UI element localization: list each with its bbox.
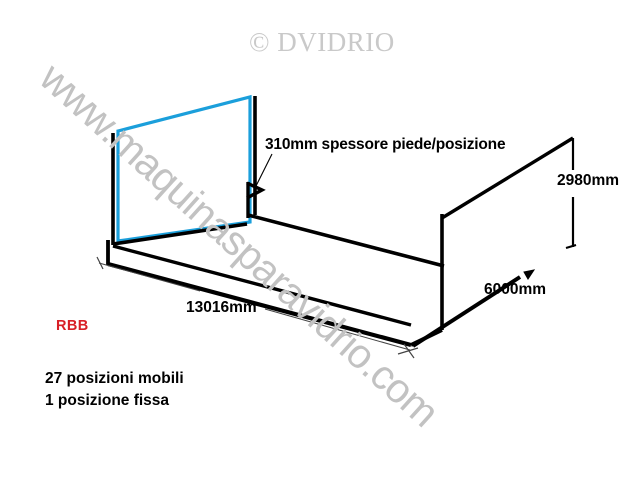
glass-panel-fill bbox=[118, 97, 250, 241]
dimension-height-group bbox=[565, 138, 577, 250]
leader-line-foot bbox=[255, 153, 273, 187]
glass-panel-group bbox=[116, 94, 252, 243]
copyright-watermark: © DVIDRIO bbox=[249, 27, 395, 57]
right-panel-bottom-diagonal bbox=[411, 275, 522, 348]
base-glass-foot-rail bbox=[112, 222, 248, 246]
base-frame-group bbox=[106, 222, 412, 348]
dimension-label-depth: 6000mm bbox=[484, 281, 547, 298]
dimension-label-foot-thickness: 310mm spessore piede/posizione bbox=[265, 136, 506, 153]
foot-bracket bbox=[246, 181, 266, 200]
dimension-label-height: 2980mm bbox=[557, 172, 620, 189]
dimension-length-line-left bbox=[98, 262, 201, 292]
dimension-label-length: 13016mm bbox=[186, 299, 257, 316]
right-panel-group bbox=[410, 136, 574, 348]
foot-diagonal-rail bbox=[247, 213, 445, 268]
base-upper-rail bbox=[112, 244, 412, 327]
dimension-length-tick-right-cross bbox=[397, 347, 419, 355]
note-line-movable-positions: 27 posizioni mobili bbox=[45, 370, 184, 387]
glass-panel-outline bbox=[116, 94, 252, 243]
dimension-depth-arrowhead bbox=[523, 269, 536, 280]
dimension-height-tick-bottom bbox=[565, 243, 577, 250]
right-panel-top-edge bbox=[441, 136, 574, 220]
foot-detail-group bbox=[246, 181, 445, 268]
dimension-length-tick-left bbox=[96, 256, 104, 270]
dimension-length-line-right bbox=[264, 308, 411, 351]
note-line-fixed-position: 1 posizione fissa bbox=[45, 392, 170, 410]
base-front-rail bbox=[107, 261, 412, 348]
model-name-label: RBB bbox=[56, 318, 89, 334]
dimension-depth-group bbox=[523, 269, 536, 280]
notes-block: 27 posizioni mobili 1 posizione fissa bbox=[45, 368, 184, 413]
dimension-length-group bbox=[96, 256, 419, 359]
